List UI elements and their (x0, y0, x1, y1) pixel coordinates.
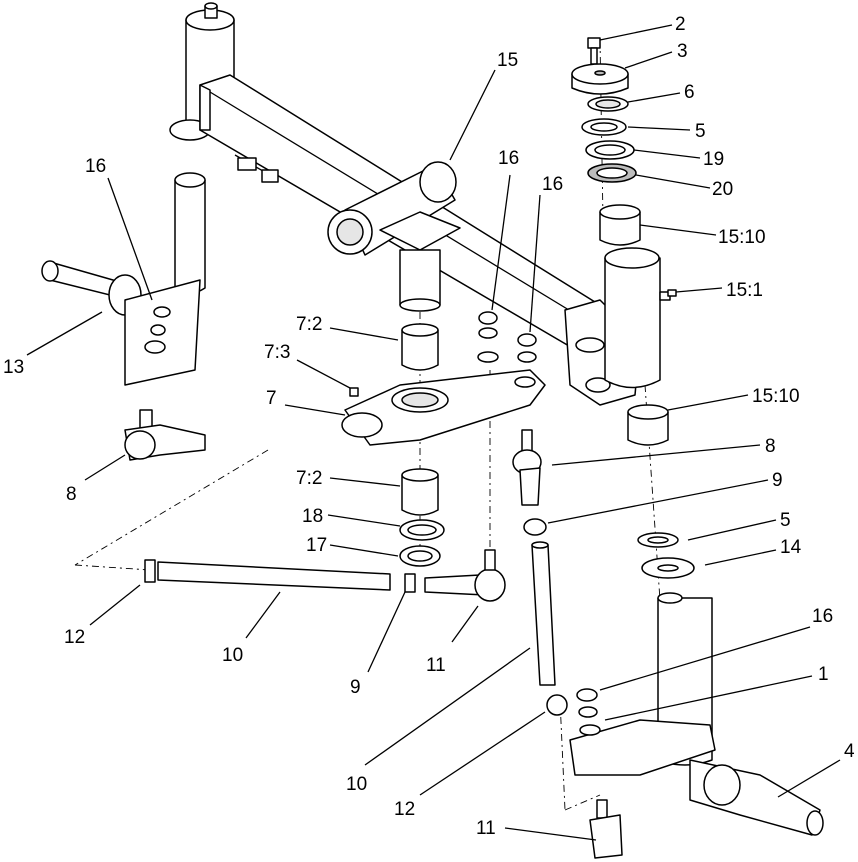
callout-19: 19 (703, 149, 724, 170)
callout-14: 14 (780, 537, 802, 558)
callout-10-right: 10 (346, 774, 367, 795)
callout-15-1: 15:1 (726, 280, 763, 301)
callout-7-2-upper: 7:2 (296, 314, 322, 335)
callout-17: 17 (306, 535, 327, 556)
callout-7: 7 (266, 388, 277, 409)
callout-4: 4 (844, 741, 855, 762)
tie-rods (124, 409, 623, 859)
callout-8-left: 8 (66, 484, 77, 505)
callout-18: 18 (302, 506, 323, 527)
callout-16-center-left: 16 (498, 148, 519, 169)
callout-11-center: 11 (426, 655, 446, 676)
callout-11-bottom: 11 (476, 818, 496, 839)
right-spindle (569, 532, 824, 836)
callout-10-left: 10 (222, 645, 243, 666)
callout-16-right: 16 (812, 606, 833, 627)
callout-labels: 2 3 6 5 19 20 15 16 16 16 16 15:10 15:1 … (3, 14, 855, 839)
callout-16-left: 16 (85, 156, 106, 177)
callout-7-3: 7:3 (264, 342, 290, 363)
callout-15-10-upper: 15:10 (718, 227, 766, 248)
callout-15-10-lower: 15:10 (752, 386, 800, 407)
frame-assembly (169, 2, 677, 406)
callout-5-lower: 5 (780, 510, 791, 531)
callout-5-upper: 5 (695, 121, 706, 142)
left-spindle (41, 172, 206, 386)
callout-9-right: 9 (772, 470, 783, 491)
steering-arm (341, 311, 546, 567)
right-spindle-stack (571, 37, 669, 446)
callout-13: 13 (3, 357, 24, 378)
callout-2: 2 (675, 14, 686, 35)
callout-15: 15 (497, 50, 518, 71)
callout-16-center-right: 16 (542, 174, 563, 195)
callout-7-2-lower: 7:2 (296, 468, 322, 489)
leader-lines (26, 24, 841, 841)
callout-9-left: 9 (350, 677, 361, 698)
callout-12-right: 12 (394, 799, 415, 820)
callout-12-left: 12 (64, 627, 85, 648)
callout-6: 6 (684, 82, 695, 103)
callout-3: 3 (677, 41, 688, 62)
callout-1: 1 (818, 664, 829, 685)
callout-20: 20 (712, 179, 733, 200)
callout-8-right: 8 (765, 436, 776, 457)
